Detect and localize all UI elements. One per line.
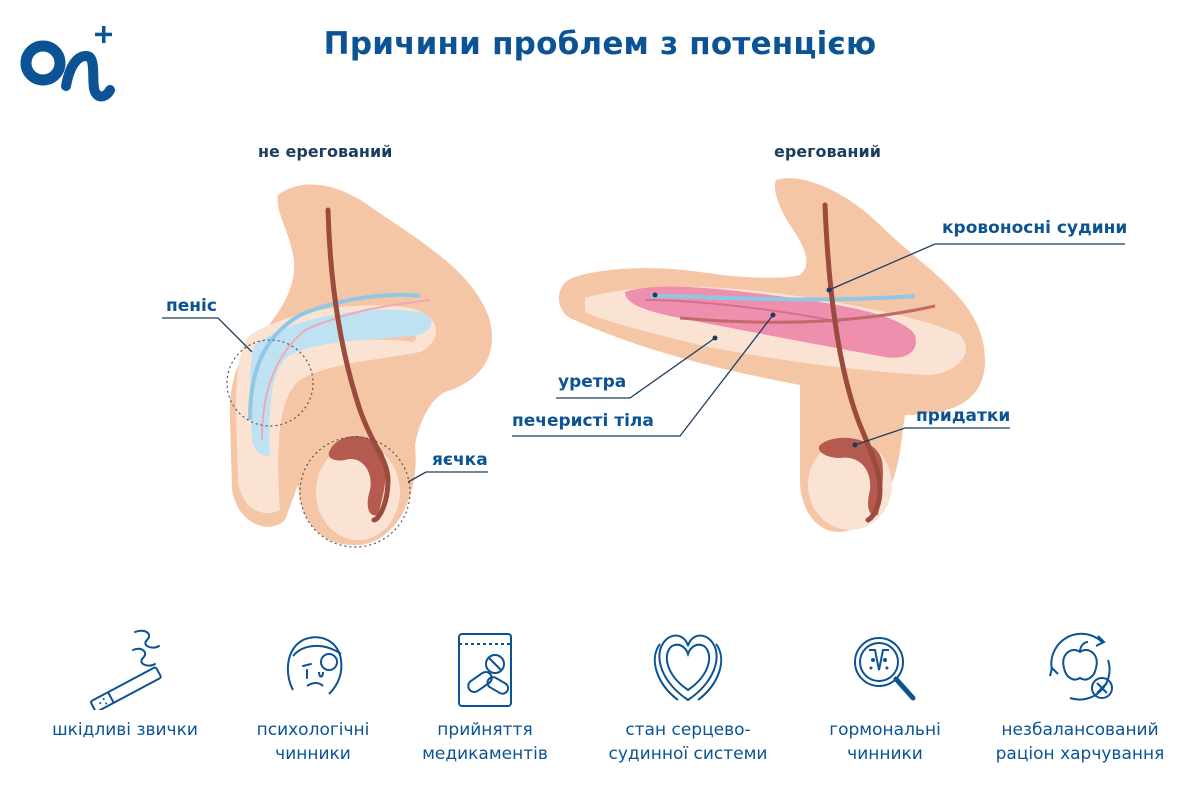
label-penis: пеніс	[166, 296, 217, 316]
label-cavernous-bodies: печеристі тіла	[512, 411, 654, 431]
heart-icon	[653, 634, 723, 702]
caption-flaccid: не ерегований	[258, 142, 393, 161]
pill-bag-icon	[458, 633, 512, 707]
cause-item: стан серцево-судинної системи	[593, 620, 783, 766]
sad-face-icon	[286, 636, 343, 695]
cause-item: гормональні чинники	[790, 620, 980, 766]
page-title: Причини проблем з потенцією	[323, 26, 877, 62]
cause-label: шкідливі звички	[52, 720, 198, 740]
label-blood-vessels: кровоносні судини	[942, 218, 1128, 238]
label-urethra: уретра	[558, 372, 627, 392]
cigarette-icon	[90, 629, 162, 710]
anatomy-diagram	[162, 178, 1125, 548]
label-testicles: яєчка	[432, 450, 488, 470]
cause-item: прийняття медикаментів	[390, 620, 580, 766]
cause-label: психологічні чинники	[256, 720, 370, 764]
caption-erect: ерегований	[774, 142, 881, 161]
brand-logo	[18, 16, 118, 106]
flaccid-illustration	[162, 184, 493, 548]
cause-label: гормональні чинники	[829, 720, 941, 764]
hormone-magnifier-icon	[854, 637, 916, 701]
cause-item: психологічні чинники	[218, 620, 408, 766]
causes-row: шкідливі звички психологічні чинники	[0, 620, 1200, 800]
cause-item: шкідливі звички	[30, 620, 220, 742]
cause-item: незбалансований раціон харчування	[985, 620, 1175, 766]
cause-label: незбалансований раціон харчування	[995, 720, 1165, 764]
label-epididymis: придатки	[916, 406, 1011, 426]
cause-label: стан серцево-судинної системи	[608, 720, 768, 764]
erect-illustration	[512, 178, 1125, 533]
apple-cycle-icon	[1049, 632, 1113, 701]
cause-label: прийняття медикаментів	[422, 720, 548, 764]
